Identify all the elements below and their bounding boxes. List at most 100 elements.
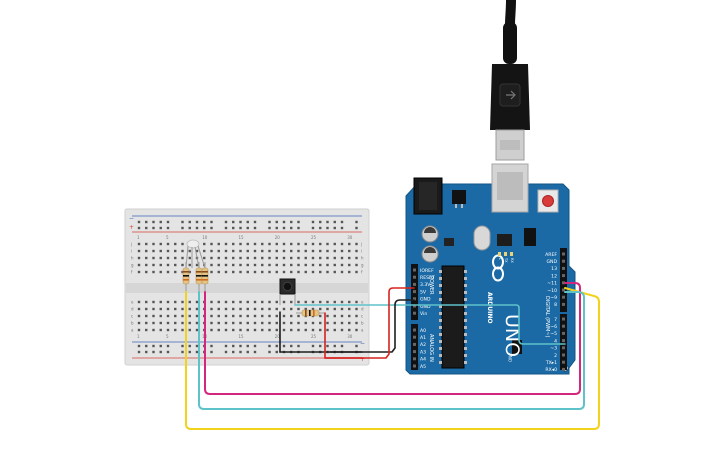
breadboard-hole[interactable] [232,249,235,253]
rail-hole[interactable] [166,344,170,348]
breadboard-hole[interactable] [224,314,228,318]
breadboard-hole[interactable] [326,321,329,325]
rail-hole[interactable] [297,226,300,230]
breadboard-hole[interactable] [297,242,300,246]
breadboard-hole[interactable] [166,314,170,318]
breadboard-hole[interactable] [297,270,300,274]
breadboard-hole[interactable] [275,242,278,246]
breadboard-hole[interactable] [355,321,358,325]
breadboard-hole[interactable] [166,256,170,260]
breadboard-hole[interactable] [137,314,141,318]
breadboard-hole[interactable] [268,242,271,246]
breadboard-hole[interactable] [232,321,235,325]
breadboard-hole[interactable] [145,307,148,311]
rail-hole[interactable] [297,220,300,224]
breadboard-hole[interactable] [290,256,293,260]
header-pin[interactable] [413,335,416,339]
header-pin[interactable] [562,353,565,357]
header-pin[interactable] [413,342,416,346]
breadboard-hole[interactable] [282,321,286,325]
breadboard-hole[interactable] [290,300,293,304]
rail-hole[interactable] [319,220,322,224]
rail-hole[interactable] [188,344,191,348]
rail-hole[interactable] [355,344,358,348]
breadboard-hole[interactable] [333,242,336,246]
breadboard-hole[interactable] [152,300,155,304]
breadboard-hole[interactable] [290,263,293,267]
breadboard-hole[interactable] [166,263,170,267]
breadboard-hole[interactable] [326,256,329,260]
breadboard-hole[interactable] [203,242,206,246]
rail-hole[interactable] [224,350,228,354]
rail-hole[interactable] [137,350,141,354]
wire-cyan-button[interactable] [294,304,566,345]
rail-hole[interactable] [188,226,191,230]
rail-hole[interactable] [253,220,257,224]
breadboard-hole[interactable] [203,256,206,260]
breadboard-hole[interactable] [275,270,278,274]
rail-hole[interactable] [181,350,184,354]
breadboard-hole[interactable] [239,256,242,260]
rail-hole[interactable] [319,344,322,348]
breadboard-hole[interactable] [137,328,141,332]
rail-hole[interactable] [319,226,322,230]
wire-magenta[interactable] [204,282,581,395]
header-pin[interactable] [562,324,565,328]
breadboard-hole[interactable] [268,307,271,311]
breadboard-hole[interactable] [311,328,315,332]
rail-hole[interactable] [282,220,286,224]
rail-hole[interactable] [210,344,213,348]
rail-hole[interactable] [224,344,228,348]
breadboard-hole[interactable] [253,321,257,325]
breadboard-hole[interactable] [188,307,191,311]
breadboard-hole[interactable] [304,270,307,274]
breadboard-hole[interactable] [232,328,235,332]
breadboard-hole[interactable] [340,256,344,260]
breadboard-hole[interactable] [311,307,315,311]
breadboard-hole[interactable] [210,300,213,304]
wire-red-5v[interactable] [324,287,415,359]
breadboard-hole[interactable] [246,314,249,318]
breadboard-hole[interactable] [290,314,293,318]
rail-hole[interactable] [137,344,141,348]
breadboard-hole[interactable] [210,242,213,246]
breadboard-hole[interactable] [348,263,351,267]
breadboard-hole[interactable] [152,242,155,246]
rail-hole[interactable] [311,344,315,348]
breadboard-hole[interactable] [137,270,141,274]
breadboard-hole[interactable] [224,270,228,274]
breadboard-hole[interactable] [239,263,242,267]
breadboard-hole[interactable] [188,263,191,267]
breadboard-hole[interactable] [319,328,322,332]
breadboard-hole[interactable] [355,300,358,304]
rail-hole[interactable] [253,350,257,354]
breadboard-hole[interactable] [319,249,322,253]
header-pin[interactable] [562,295,565,299]
rail-hole[interactable] [181,220,184,224]
breadboard-hole[interactable] [181,307,184,311]
breadboard-hole[interactable] [326,328,329,332]
breadboard-hole[interactable] [326,249,329,253]
rail-hole[interactable] [232,350,235,354]
breadboard-hole[interactable] [326,307,329,311]
breadboard-hole[interactable] [340,270,344,274]
breadboard-hole[interactable] [246,263,249,267]
header-pin[interactable] [413,297,416,301]
breadboard-hole[interactable] [195,300,199,304]
breadboard-hole[interactable] [217,242,220,246]
header-pin[interactable] [413,328,416,332]
rail-hole[interactable] [232,344,235,348]
rail-hole[interactable] [152,344,155,348]
rail-hole[interactable] [232,220,235,224]
rail-hole[interactable] [145,226,148,230]
breadboard-hole[interactable] [159,263,162,267]
rail-hole[interactable] [275,220,278,224]
breadboard-hole[interactable] [217,321,220,325]
breadboard-hole[interactable] [340,314,344,318]
breadboard-hole[interactable] [348,328,351,332]
breadboard-hole[interactable] [253,263,257,267]
breadboard-hole[interactable] [333,321,336,325]
rail-hole[interactable] [166,226,170,230]
breadboard-hole[interactable] [253,242,257,246]
